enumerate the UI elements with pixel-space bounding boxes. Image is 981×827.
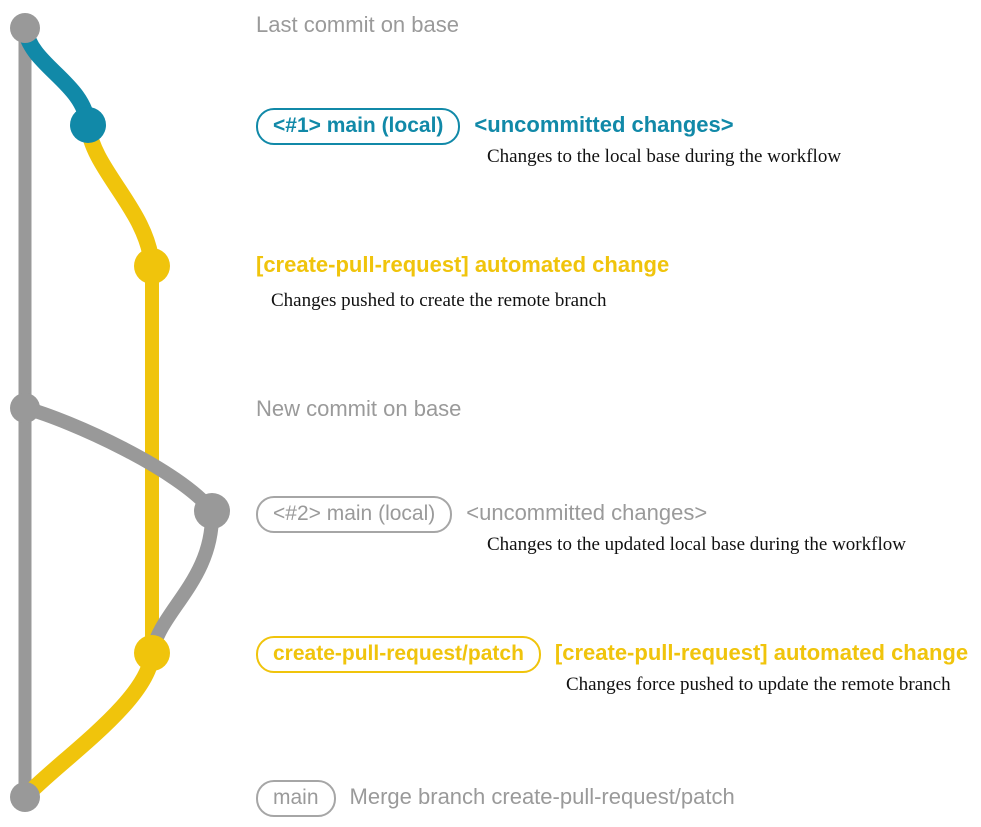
label-new-commit-on-base: New commit on base xyxy=(256,396,462,421)
commit-node-remote-2[interactable] xyxy=(134,635,170,671)
commit-row-merge: main Merge branch create-pull-request/pa… xyxy=(256,780,735,817)
commit-row-local-1: <#1> main (local) <uncommitted changes> xyxy=(256,108,734,145)
edge-local2-to-remote2 xyxy=(145,504,220,660)
commit-node-local-1[interactable] xyxy=(70,107,106,143)
commit-node-remote-1[interactable] xyxy=(134,248,170,284)
edge-local1-to-remote1 xyxy=(80,117,160,274)
edge-remote2-to-merge xyxy=(17,645,160,805)
branch-badge-local-2[interactable]: <#2> main (local) xyxy=(256,496,453,533)
commit-node-base-new[interactable] xyxy=(10,393,40,423)
commit-node-base-head[interactable] xyxy=(10,13,40,43)
commit-row-remote-2: create-pull-request/patch [create-pull-r… xyxy=(256,636,968,673)
commit-description-remote-2: Changes force pushed to update the remot… xyxy=(566,674,951,695)
commit-subject-remote-2: [create-pull-request] automated change xyxy=(554,640,969,665)
edge-base-to-local2 xyxy=(18,401,219,518)
commit-subject-local-2: <uncommitted changes> xyxy=(466,500,708,525)
commit-row-local-2: <#2> main (local) <uncommitted changes> xyxy=(256,496,707,533)
commit-description-remote-1: Changes pushed to create the remote bran… xyxy=(271,290,607,311)
commit-subject-local-1: <uncommitted changes> xyxy=(474,112,734,137)
commit-node-merge[interactable] xyxy=(10,782,40,812)
branch-badge-create-pull-request-patch[interactable]: create-pull-request/patch xyxy=(256,636,541,673)
commit-row-remote-1: [create-pull-request] automated change xyxy=(256,253,669,277)
commit-subject-remote-1: [create-pull-request] automated change xyxy=(256,252,670,277)
commit-node-local-2[interactable] xyxy=(194,493,230,529)
commit-subject-merge: Merge branch create-pull-request/patch xyxy=(349,784,735,809)
branch-badge-main[interactable]: main xyxy=(256,780,336,817)
commit-description-local-2: Changes to the updated local base during… xyxy=(487,534,906,555)
branch-badge-local-1[interactable]: <#1> main (local) xyxy=(256,108,461,145)
label-last-commit-on-base: Last commit on base xyxy=(256,12,459,37)
commit-description-local-1: Changes to the local base during the wor… xyxy=(487,146,842,167)
